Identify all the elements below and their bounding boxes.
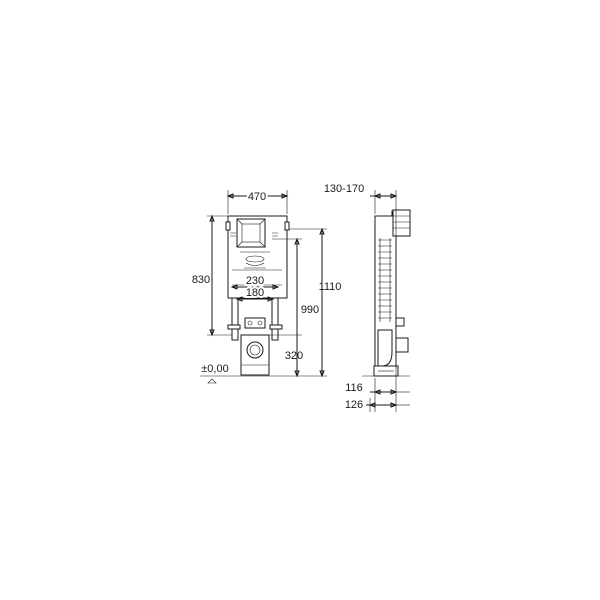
dim-990-label: 990 [301, 304, 319, 316]
floor-level-marker [207, 378, 217, 384]
dim-180-label: 180 [246, 287, 264, 299]
dim-126-label: 126 [345, 399, 363, 411]
inspection-opening-inner [241, 223, 261, 243]
top-right-bracket [284, 221, 290, 231]
front-view: 470 830 230 180 990 1110 320 ±0,00 [192, 189, 342, 384]
top-left-bracket [225, 221, 231, 231]
left-leg [231, 298, 239, 341]
side-drain-bend [377, 329, 393, 367]
dim-830-label: 830 [192, 274, 210, 286]
dim-230-label: 230 [246, 275, 264, 287]
cistern-profile [378, 239, 392, 319]
side-bracket-lower [395, 337, 409, 353]
right-foot [269, 324, 283, 330]
dim-470-label: 470 [248, 191, 266, 203]
dim-130-170-label: 130-170 [324, 183, 364, 195]
side-view: 130-170 116 126 [324, 183, 411, 412]
dim-320-label: 320 [285, 350, 303, 362]
flush-valve [245, 255, 265, 263]
left-foot [227, 324, 241, 330]
dim-116-label: 116 [345, 382, 363, 394]
drain-outlet [246, 341, 264, 359]
floor-level-label: ±0,00 [201, 363, 228, 375]
connection-block [244, 317, 266, 329]
right-leg [271, 298, 279, 341]
side-top-cap [392, 209, 411, 237]
dim-1110-label: 1110 [319, 281, 342, 293]
side-bracket-upper [395, 317, 405, 327]
